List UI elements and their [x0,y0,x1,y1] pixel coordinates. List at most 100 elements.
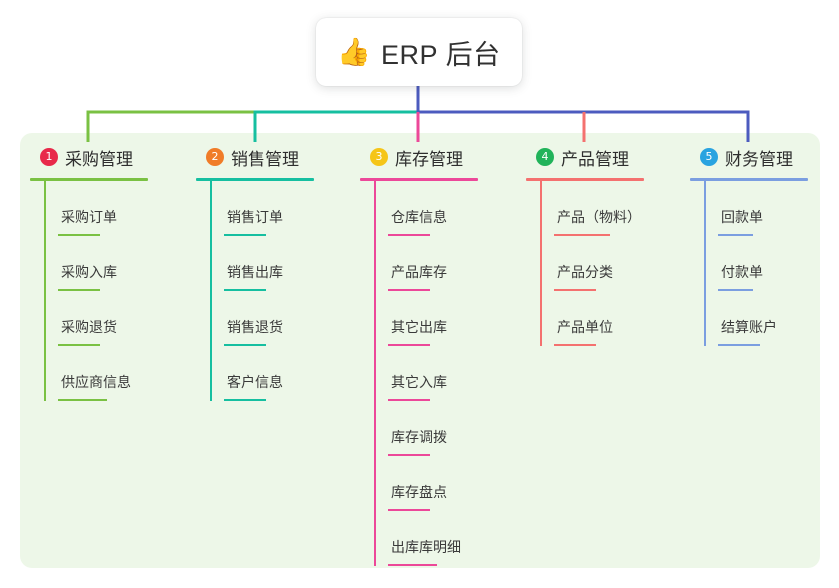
menu-item[interactable]: 产品单位 [540,291,644,346]
menu-item-rule [224,344,266,346]
menu-item[interactable]: 库存盘点 [374,456,478,511]
menu-item[interactable]: 采购入库 [44,236,148,291]
menu-item[interactable]: 销售订单 [210,181,314,236]
menu-item[interactable]: 产品库存 [374,236,478,291]
column-spine [44,181,46,401]
column-header-rule [526,178,644,181]
menu-item-rule [224,289,266,291]
menu-item[interactable]: 产品分类 [540,236,644,291]
menu-item-label: 产品库存 [391,264,447,280]
column-header-1[interactable]: 1 采购管理 [30,145,148,169]
menu-item-rule [388,399,430,401]
menu-item-label: 产品分类 [557,264,613,280]
menu-item-label: 回款单 [721,209,763,225]
column-采购管理: 1 采购管理采购订单采购入库采购退货供应商信息 [30,145,148,401]
menu-item-label: 采购订单 [61,209,117,225]
menu-item[interactable]: 供应商信息 [44,346,148,401]
menu-item-rule [224,399,266,401]
menu-item[interactable]: 销售出库 [210,236,314,291]
column-销售管理: 2 销售管理销售订单销售出库销售退货客户信息 [196,145,314,401]
column-header-rule [30,178,148,181]
menu-item[interactable]: 采购订单 [44,181,148,236]
menu-item[interactable]: 仓库信息 [374,181,478,236]
menu-item-label: 其它出库 [391,319,447,335]
column-header-rule [196,178,314,181]
column-badge-icon: 2 [206,148,224,166]
column-spine [210,181,212,401]
menu-item-rule [388,454,430,456]
menu-item-label: 采购退货 [61,319,117,335]
column-产品管理: 4 产品管理产品（物料） 产品分类产品单位 [526,145,644,346]
column-header-2[interactable]: 2 销售管理 [196,145,314,169]
menu-item-rule [718,234,753,236]
column-spine [704,181,706,346]
menu-item[interactable]: 付款单 [704,236,808,291]
menu-item-rule [718,289,753,291]
menu-item-rule [388,564,437,566]
menu-item-label: 销售出库 [227,264,283,280]
menu-item-rule [58,234,100,236]
menu-item-rule [554,289,596,291]
menu-item-label: 库存调拨 [391,429,447,445]
menu-item-rule [388,234,430,236]
menu-item-rule [58,344,100,346]
column-title: 销售管理 [231,149,299,169]
column-spine [374,181,376,566]
menu-item-label: 客户信息 [227,374,283,390]
menu-item-rule [554,344,596,346]
column-title: 财务管理 [725,149,793,169]
column-财务管理: 5 财务管理回款单付款单结算账户 [690,145,808,346]
menu-item-label: 产品（物料） [557,209,641,225]
menu-item[interactable]: 结算账户 [704,291,808,346]
column-badge-icon: 3 [370,148,388,166]
menu-item-rule [388,289,430,291]
menu-item-label: 销售退货 [227,319,283,335]
menu-item-label: 出库库明细 [391,539,461,555]
menu-item[interactable]: 采购退货 [44,291,148,346]
menu-item-rule [388,509,430,511]
root-node-title: ERP 后台 [381,39,501,70]
menu-item[interactable]: 产品（物料） [540,181,644,236]
menu-item[interactable]: 其它入库 [374,346,478,401]
column-items: 仓库信息产品库存其它出库其它入库库存调拨库存盘点出库库明细 [360,181,478,566]
column-items: 采购订单采购入库采购退货供应商信息 [30,181,148,401]
column-header-5[interactable]: 5 财务管理 [690,145,808,169]
menu-item[interactable]: 回款单 [704,181,808,236]
menu-item-rule [224,234,266,236]
column-header-rule [360,178,478,181]
column-badge-icon: 1 [40,148,58,166]
thumbs-up-icon: 👍 [337,36,372,67]
menu-item-label: 库存盘点 [391,484,447,500]
menu-item-label: 仓库信息 [391,209,447,225]
menu-item-rule [554,234,610,236]
column-badge-icon: 4 [536,148,554,166]
menu-item[interactable]: 客户信息 [210,346,314,401]
column-header-4[interactable]: 4 产品管理 [526,145,644,169]
menu-item-rule [718,344,760,346]
menu-item-rule [388,344,430,346]
menu-item[interactable]: 销售退货 [210,291,314,346]
content-panel [20,133,820,568]
column-items: 销售订单销售出库销售退货客户信息 [196,181,314,401]
root-node-erp-backend[interactable]: 👍 ERP 后台 [316,18,522,86]
menu-item-label: 其它入库 [391,374,447,390]
menu-item-label: 采购入库 [61,264,117,280]
menu-item-label: 供应商信息 [61,374,131,390]
menu-item[interactable]: 库存调拨 [374,401,478,456]
menu-item-rule [58,289,100,291]
column-items: 回款单付款单结算账户 [690,181,808,346]
menu-item[interactable]: 其它出库 [374,291,478,346]
column-spine [540,181,542,346]
menu-item-label: 产品单位 [557,319,613,335]
column-header-rule [690,178,808,181]
column-title: 产品管理 [561,149,629,169]
column-items: 产品（物料） 产品分类产品单位 [526,181,644,346]
column-title: 采购管理 [65,149,133,169]
menu-item-label: 销售订单 [227,209,283,225]
menu-item-label: 付款单 [721,264,763,280]
column-badge-icon: 5 [700,148,718,166]
menu-item[interactable]: 出库库明细 [374,511,478,566]
